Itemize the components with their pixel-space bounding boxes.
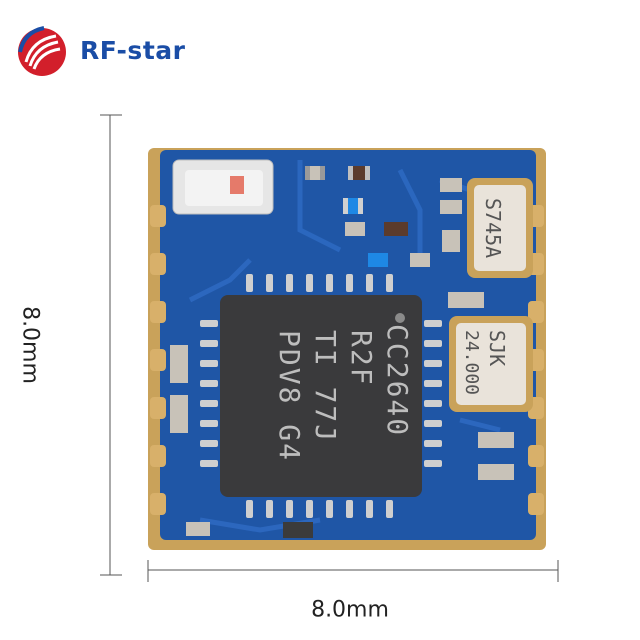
height-dimension-line [100,114,122,576]
brand-name: RF-star [80,36,186,65]
large-crystal-marking-line2: 24.000 [461,330,482,395]
chip-marking-line1: CC2640 [381,324,414,437]
chip-marking-line2: R2F [345,330,378,387]
rf-star-logo-icon [18,26,66,76]
small-crystal: S745A [467,178,533,278]
cc2640-chip: CC2640 R2F TI 77J PDV8 G4 [220,295,422,497]
small-crystal-marking: S745A [481,198,505,258]
led-component [172,159,274,215]
smd-components [170,166,514,538]
large-crystal-marking-line1: SJK [485,330,509,366]
brand-logo: RF-star [12,22,212,82]
width-dimension-line [147,560,559,582]
large-crystal: SJK 24.000 [449,316,533,412]
chip-marking-line3: TI 77J [309,330,342,443]
chip-marking-line4: PDV8 G4 [273,330,306,462]
chip-pins [200,274,442,518]
width-dimension-label: 8.0mm [311,597,389,623]
